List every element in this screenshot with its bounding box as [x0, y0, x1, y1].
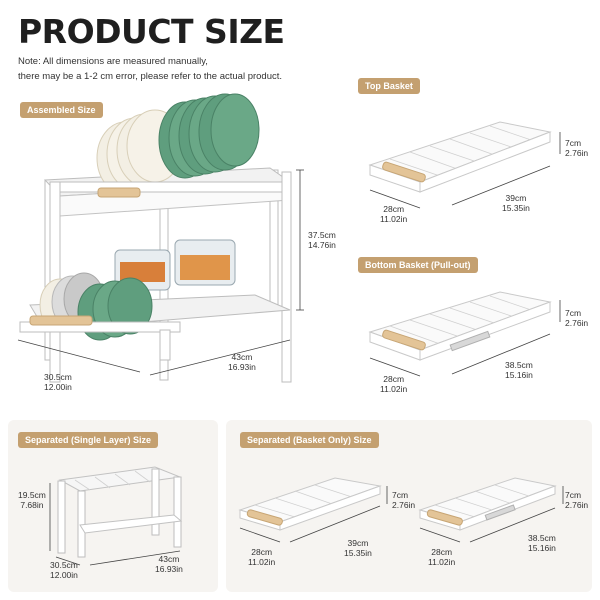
basket-b-width: 38.5cm 15.16in [528, 533, 556, 553]
single-layer-height: 19.5cm 7.68in [18, 490, 46, 510]
basket-a-depth: 28cm 11.02in [248, 547, 276, 567]
assembled-rack-image [17, 93, 304, 383]
basket-only-a-image [238, 477, 388, 543]
wood-handle-top [97, 187, 141, 198]
assembled-depth: 30.5cm 12.00in [44, 372, 72, 392]
basket-b-depth: 28cm 11.02in [428, 547, 456, 567]
top-basket-height: 7cm 2.76in [565, 138, 589, 158]
wood-handle-bottom [29, 315, 93, 326]
assembled-height: 37.5cm 14.76in [308, 230, 336, 250]
note-line-1: Note: All dimensions are measured manual… [18, 56, 208, 67]
single-layer-label: Separated (Single Layer) Size [18, 432, 159, 448]
bottom-basket-width: 38.5cm 15.16in [505, 360, 533, 380]
single-layer-image [49, 466, 183, 566]
bottom-basket-label: Bottom Basket (Pull-out) [358, 257, 478, 273]
single-layer-panel [8, 420, 218, 592]
top-basket-label: Top Basket [358, 78, 420, 94]
assembled-size-label: Assembled Size [20, 102, 103, 118]
basket-a-height: 7cm 2.76in [392, 490, 416, 510]
basket-only-b-image [418, 477, 564, 543]
top-basket-width: 39cm 15.35in [502, 193, 530, 213]
page-title: PRODUCT SIZE [18, 12, 285, 51]
bottom-basket-image [368, 291, 561, 377]
bottom-basket-depth: 28cm 11.02in [380, 374, 408, 394]
top-basket-image [368, 121, 561, 209]
single-layer-depth: 30.5cm 12.00in [50, 560, 78, 580]
single-layer-width: 43cm 16.93in [155, 554, 183, 574]
measurement-note: Note: All dimensions are measured manual… [18, 54, 318, 84]
basket-b-height: 7cm 2.76in [565, 490, 589, 510]
basket-a-width: 39cm 15.35in [344, 538, 372, 558]
assembled-width: 43cm 16.93in [228, 352, 256, 372]
bottom-basket-height: 7cm 2.76in [565, 308, 589, 328]
green-plates [158, 93, 260, 179]
basket-only-label: Separated (Basket Only) Size [240, 432, 379, 448]
top-basket-depth: 28cm 11.02in [380, 204, 408, 224]
note-line-2: there may be a 1-2 cm error, please refe… [18, 71, 283, 82]
